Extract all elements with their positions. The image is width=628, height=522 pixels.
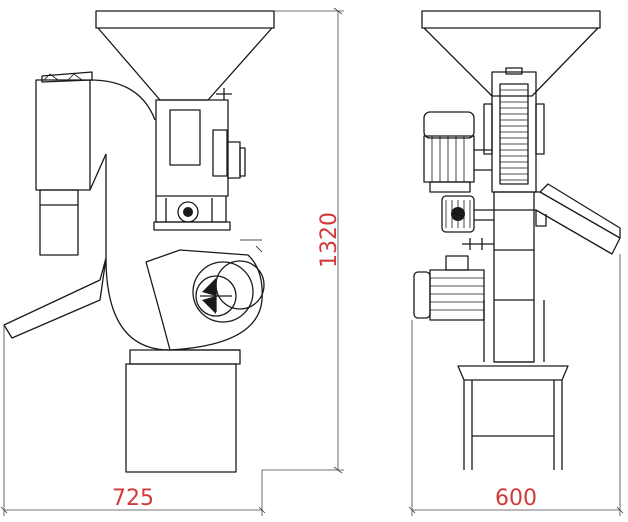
- front-grinder-head: [153, 88, 246, 231]
- front-collection-box: [125, 349, 241, 473]
- side-gearbox: [441, 195, 494, 250]
- side-column: [483, 67, 545, 363]
- side-stand: [457, 361, 569, 470]
- side-top-motor: [423, 111, 492, 193]
- dimension-front-width-label: 725: [112, 486, 154, 511]
- dimension-height-label: 1320: [317, 212, 342, 268]
- side-view: 600: [408, 10, 624, 516]
- front-hopper: [95, 10, 275, 101]
- side-outlet-chute: [494, 183, 621, 255]
- side-width-dimension: [408, 254, 624, 516]
- side-hopper: [421, 10, 601, 97]
- height-dimension: [262, 7, 344, 474]
- front-feed-chute: [35, 71, 156, 258]
- front-width-dimension: [0, 325, 266, 516]
- dimension-side-width-label: 600: [495, 486, 537, 511]
- front-grinding-chamber: [3, 239, 265, 351]
- side-bottom-motor: [413, 255, 485, 321]
- front-view: 1320 725: [0, 7, 344, 516]
